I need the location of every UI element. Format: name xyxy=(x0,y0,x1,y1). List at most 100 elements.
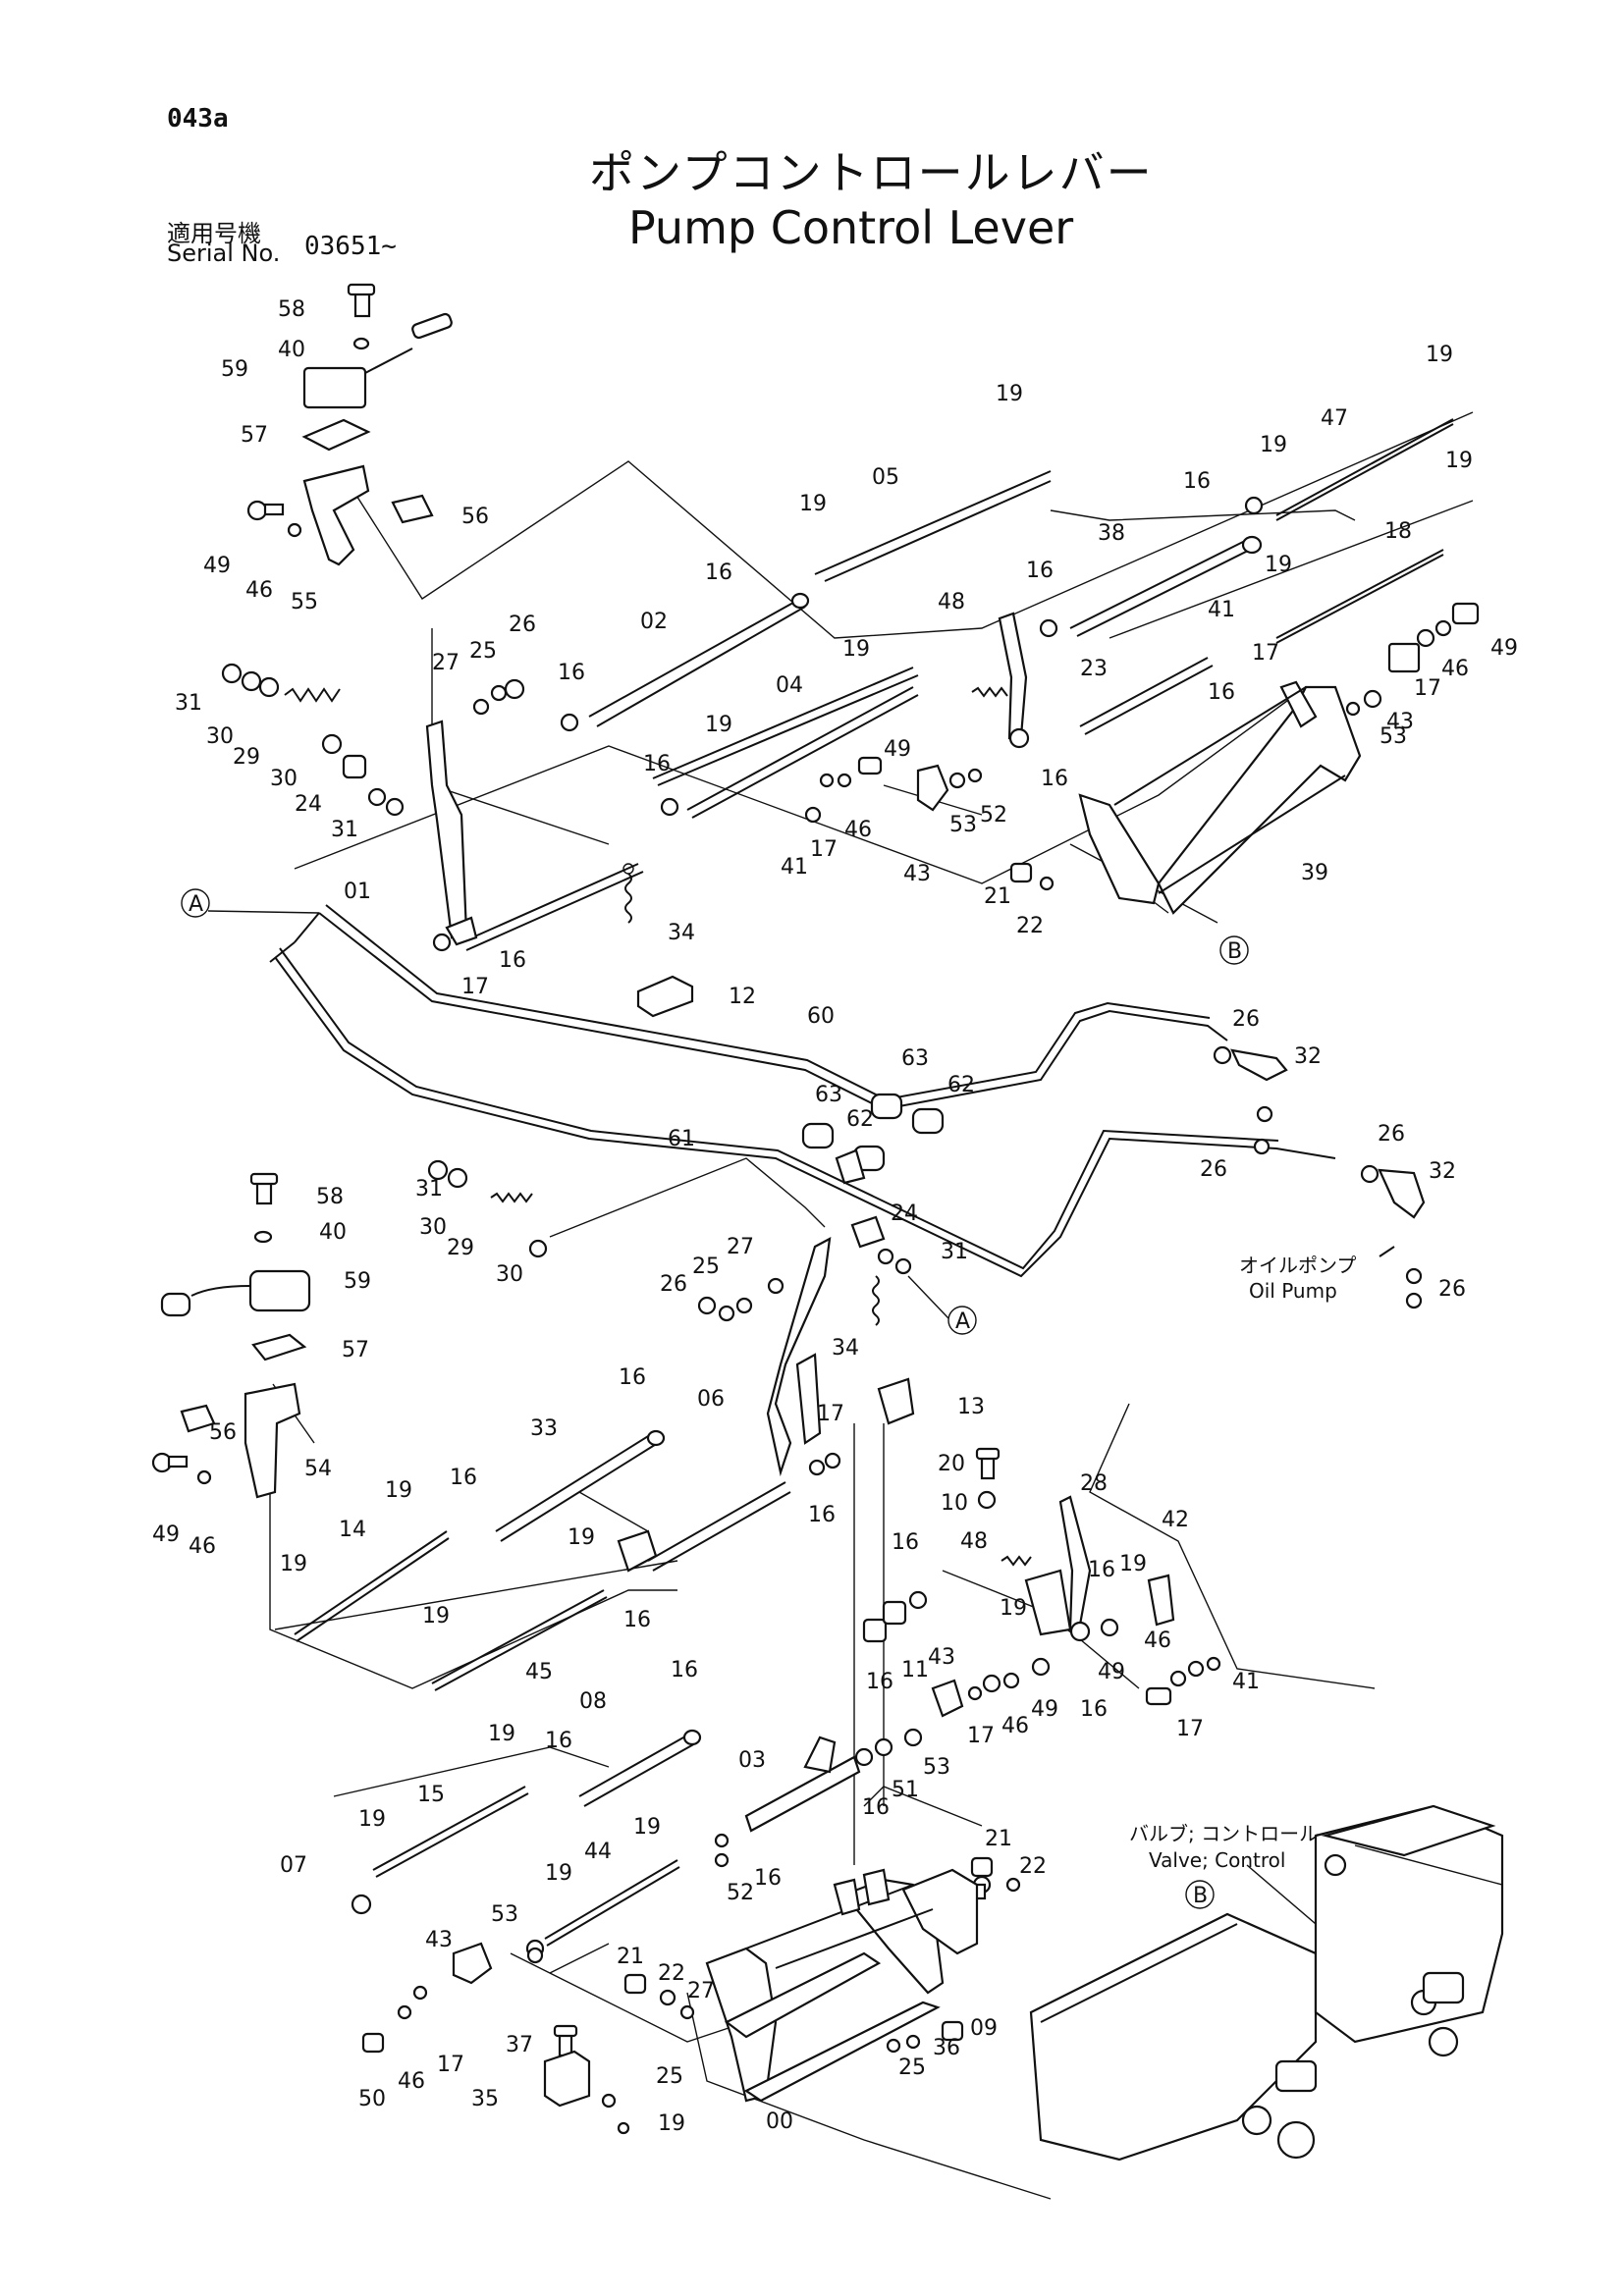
part-label-16: 16 xyxy=(1080,1697,1108,1722)
part-label-63: 63 xyxy=(815,1083,842,1107)
part-label-45: 45 xyxy=(525,1660,553,1684)
part-label-05: 05 xyxy=(872,465,899,490)
page-code: 043a xyxy=(167,104,229,133)
control-cables xyxy=(269,904,1426,1309)
part-label-04: 04 xyxy=(776,673,803,698)
part-label-39: 39 xyxy=(1301,861,1328,885)
part-label-19: 19 xyxy=(1265,553,1292,577)
title-japanese: ポンプコントロールレバー xyxy=(589,146,1154,199)
part-label-53: 53 xyxy=(491,1902,518,1927)
part-label-43: 43 xyxy=(928,1645,955,1670)
part-label-36: 36 xyxy=(933,2036,960,2060)
valve-label-jp: バルブ; コントロール xyxy=(1129,1822,1319,1845)
part-label-03: 03 xyxy=(738,1748,766,1773)
part-label-19: 19 xyxy=(568,1525,595,1550)
part-label-20: 20 xyxy=(938,1452,965,1476)
lower-left-fasteners xyxy=(427,1159,912,1322)
part-label-43: 43 xyxy=(425,1928,453,1952)
part-label-08: 08 xyxy=(579,1689,607,1714)
upper-right-fasteners xyxy=(804,602,1480,891)
serial-label-english: Serial No. xyxy=(167,240,281,267)
part-label-52: 52 xyxy=(727,1881,754,1905)
part-label-26: 26 xyxy=(1438,1277,1466,1302)
part-label-38: 38 xyxy=(1098,521,1125,546)
part-label-34: 34 xyxy=(832,1336,859,1361)
serial-label-japanese: 適用号機 xyxy=(167,220,261,247)
part-label-44: 44 xyxy=(584,1840,612,1864)
part-label-10: 10 xyxy=(941,1491,968,1516)
upper-shafts xyxy=(460,418,1454,951)
part-label-19: 19 xyxy=(488,1722,515,1746)
part-label-27: 27 xyxy=(727,1235,754,1259)
part-label-17: 17 xyxy=(967,1724,995,1748)
valve-label-en: Valve; Control xyxy=(1149,1848,1285,1872)
cable-ends xyxy=(1213,1045,1426,1309)
part-label-21: 21 xyxy=(617,1945,644,1969)
callouts: オイルポンプ Oil Pump バルブ; コントロール Valve; Contr… xyxy=(1129,1254,1356,1872)
part-label-31: 31 xyxy=(415,1177,443,1201)
part-label-19: 19 xyxy=(1426,343,1453,367)
part-label-25: 25 xyxy=(692,1255,720,1279)
part-label-07: 07 xyxy=(280,1853,307,1878)
part-label-53: 53 xyxy=(949,813,977,837)
part-label-32: 32 xyxy=(1429,1159,1456,1184)
ref-marker-b-upper-label: B xyxy=(1227,939,1242,964)
part-label-01: 01 xyxy=(344,880,371,904)
part-label-48: 48 xyxy=(938,590,965,614)
upper-assembly xyxy=(221,283,1480,1018)
part-label-55: 55 xyxy=(291,590,318,614)
part-label-19: 19 xyxy=(842,637,870,662)
title-english: Pump Control Lever xyxy=(628,201,1074,254)
part-label-53: 53 xyxy=(1380,724,1407,749)
cable-boots xyxy=(801,1093,945,1185)
part-label-26: 26 xyxy=(1378,1122,1405,1147)
part-label-43: 43 xyxy=(1386,710,1414,734)
part-label-59: 59 xyxy=(344,1269,371,1294)
part-label-57: 57 xyxy=(342,1338,369,1362)
upper-right-lever xyxy=(971,496,1264,749)
part-label-29: 29 xyxy=(233,745,260,770)
part-label-19: 19 xyxy=(358,1807,386,1832)
part-label-49: 49 xyxy=(1031,1697,1058,1722)
part-label-19: 19 xyxy=(1260,433,1287,457)
part-label-49: 49 xyxy=(152,1522,180,1547)
ref-marker-a-lower xyxy=(947,1306,977,1335)
lower-assembly xyxy=(151,1157,1504,2200)
part-label-51: 51 xyxy=(892,1778,919,1802)
upper-left-fasteners xyxy=(221,663,679,817)
potentiometer-upper xyxy=(246,283,453,566)
part-label-62: 62 xyxy=(846,1107,874,1132)
part-label-02: 02 xyxy=(640,610,668,634)
part-label-16: 16 xyxy=(671,1658,698,1682)
part-label-17: 17 xyxy=(461,975,489,999)
part-labels: 58 40 59 57 56 49 46 55 19 05 19 16 02 2… xyxy=(152,297,1518,2136)
part-label-16: 16 xyxy=(862,1795,890,1820)
serial-number-value: 03651~ xyxy=(304,232,397,261)
part-label-28: 28 xyxy=(1080,1471,1108,1496)
part-label-26: 26 xyxy=(1200,1157,1227,1182)
part-label-30: 30 xyxy=(419,1215,447,1240)
upper-spring-bracket xyxy=(622,863,694,1018)
part-label-11: 11 xyxy=(901,1658,929,1682)
part-label-30: 30 xyxy=(206,724,234,749)
oil-pump-label-jp: オイルポンプ xyxy=(1239,1254,1356,1277)
ref-marker-b-lower-label: B xyxy=(1193,1884,1208,1908)
part-label-19: 19 xyxy=(545,1861,572,1886)
part-label-43: 43 xyxy=(903,862,931,886)
part-label-49: 49 xyxy=(1490,636,1518,661)
part-label-26: 26 xyxy=(660,1272,687,1297)
part-label-16: 16 xyxy=(1041,767,1068,791)
part-label-46: 46 xyxy=(398,2069,425,2094)
part-label-16: 16 xyxy=(705,561,732,585)
part-label-40: 40 xyxy=(319,1220,347,1245)
part-label-19: 19 xyxy=(1000,1596,1027,1621)
part-label-37: 37 xyxy=(506,2033,533,2057)
part-label-14: 14 xyxy=(339,1518,366,1542)
part-label-22: 22 xyxy=(1016,914,1044,938)
part-label-24: 24 xyxy=(295,792,322,817)
part-label-21: 21 xyxy=(985,1827,1012,1851)
part-label-59: 59 xyxy=(221,357,248,382)
part-label-32: 32 xyxy=(1294,1044,1322,1069)
